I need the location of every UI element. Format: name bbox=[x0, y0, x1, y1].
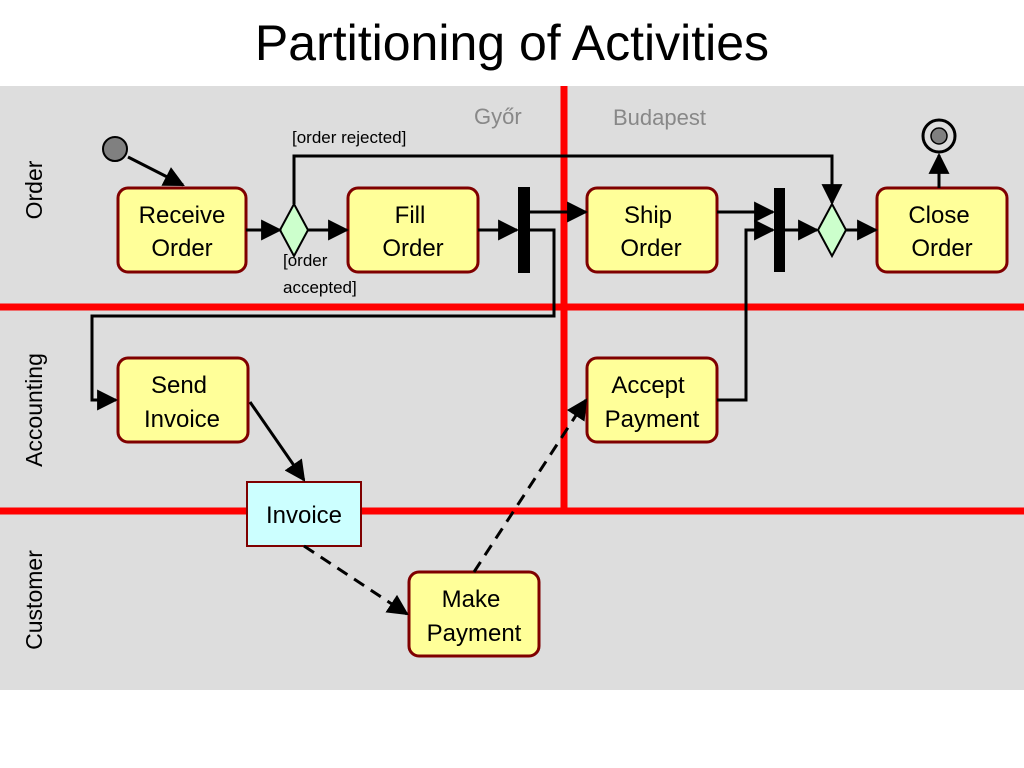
activity-label: Payment bbox=[605, 406, 700, 433]
activity-send-invoice: Send Invoice bbox=[116, 356, 250, 444]
activity-label: Fill bbox=[395, 202, 426, 229]
edge-invoice-to-make-payment bbox=[303, 544, 409, 616]
activity-ship-order: Ship Order bbox=[585, 186, 719, 274]
edge-send-invoice-to-invoice bbox=[248, 401, 306, 482]
edge-make-payment-to-accept-payment bbox=[472, 398, 588, 573]
page-title: Partitioning of Activities bbox=[254, 15, 770, 71]
object-node-invoice: Invoice bbox=[246, 481, 362, 547]
guard-order-accepted-line2: accepted] bbox=[283, 278, 357, 297]
edge-fork-to-send-invoice bbox=[90, 228, 556, 411]
activity-label: Order bbox=[151, 235, 212, 262]
activity-label: Close bbox=[908, 202, 969, 229]
lane-label-accounting: Accounting bbox=[21, 353, 47, 467]
activity-label: Invoice bbox=[144, 406, 220, 433]
object-node-label: Invoice bbox=[266, 502, 342, 529]
activity-label: Send bbox=[151, 372, 207, 399]
guard-order-accepted-line1: [order bbox=[283, 251, 328, 270]
activity-label: Receive bbox=[139, 202, 226, 229]
activity-fill-order: Fill Order bbox=[346, 186, 480, 274]
activity-label: Order bbox=[911, 235, 972, 262]
location-label-gyor: Győr bbox=[474, 104, 522, 129]
activity-accept-payment: Accept Payment bbox=[585, 356, 719, 444]
join-bar bbox=[774, 188, 785, 272]
edge-start-to-receive bbox=[127, 155, 185, 187]
guard-order-rejected: [order rejected] bbox=[292, 128, 406, 147]
activity-label: Ship bbox=[624, 202, 672, 229]
final-node-core bbox=[930, 127, 948, 145]
activity-receive-order: Receive Order bbox=[116, 186, 248, 274]
activity-label: Make bbox=[442, 586, 501, 613]
decision-node-order-check bbox=[278, 201, 310, 259]
activity-label: Order bbox=[382, 235, 443, 262]
activity-label: Accept bbox=[611, 372, 685, 399]
final-node bbox=[921, 118, 957, 154]
activity-make-payment: Make Payment bbox=[407, 570, 541, 658]
lane-label-customer: Customer bbox=[21, 550, 47, 650]
merge-node-before-close bbox=[816, 201, 848, 259]
lane-label-order: Order bbox=[21, 160, 47, 219]
location-label-budapest: Budapest bbox=[613, 105, 706, 130]
initial-node bbox=[102, 136, 128, 162]
edge-order-rejected bbox=[292, 154, 843, 206]
activity-close-order: Close Order bbox=[875, 186, 1009, 274]
activity-label: Order bbox=[620, 235, 681, 262]
edge-accept-payment-to-join bbox=[717, 219, 776, 402]
fork-bar bbox=[518, 187, 530, 273]
activity-label: Payment bbox=[427, 620, 522, 647]
